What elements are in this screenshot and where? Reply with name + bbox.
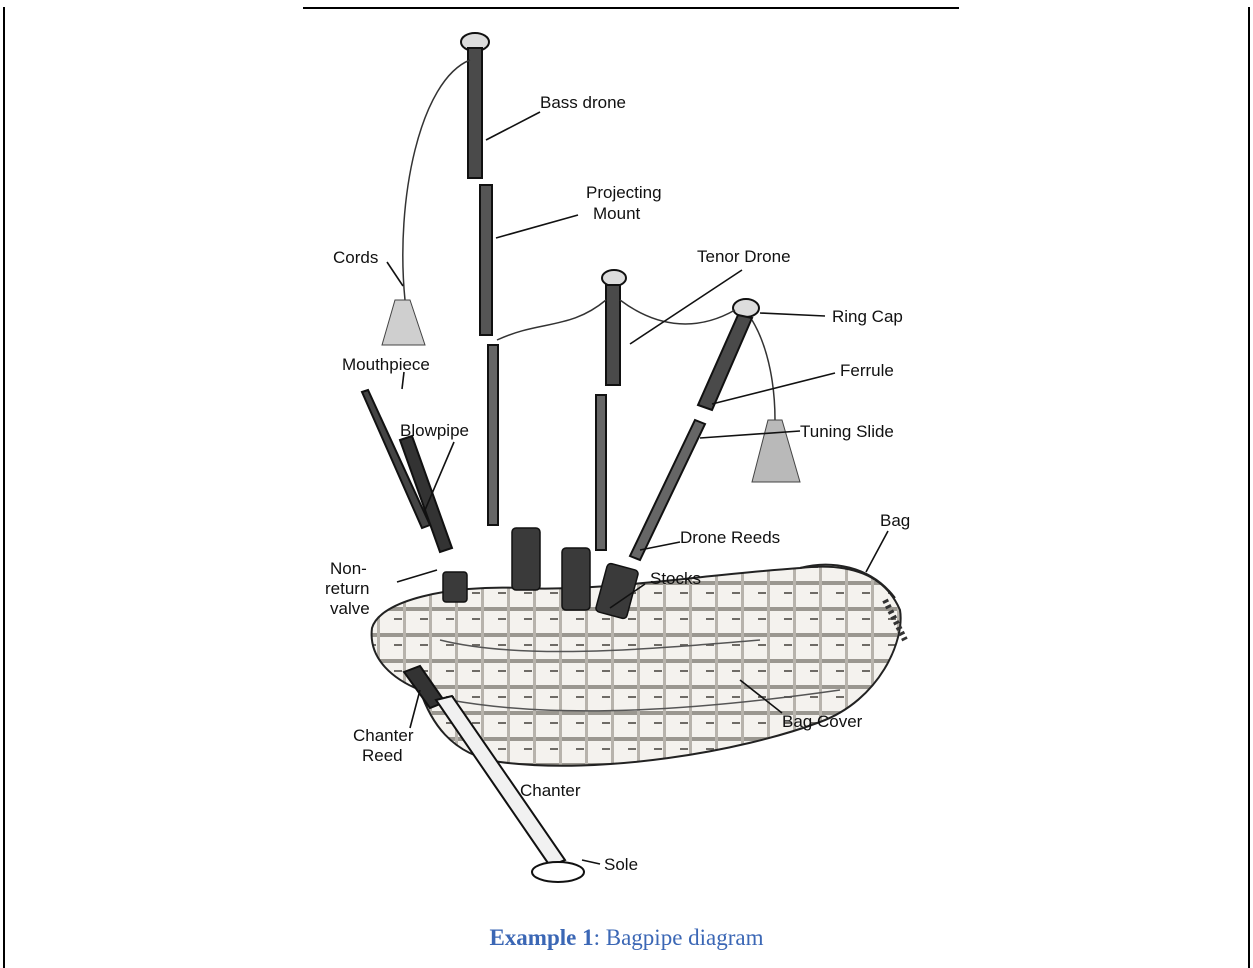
label-projecting-mount-line2: Mount xyxy=(593,204,641,223)
label-sole: Sole xyxy=(604,855,638,874)
tassel-left xyxy=(382,300,425,345)
label-bag: Bag xyxy=(880,511,910,530)
label-chanter-reed-line1: Chanter xyxy=(353,726,414,745)
label-ring-cap: Ring Cap xyxy=(832,307,903,326)
label-stocks: Stocks xyxy=(650,569,701,588)
bass-drone-drawing xyxy=(461,33,498,525)
label-non-return-line2: return xyxy=(325,579,369,598)
tassel-right xyxy=(752,420,800,482)
label-ferrule: Ferrule xyxy=(840,361,894,380)
label-tuning-slide: Tuning Slide xyxy=(800,422,894,441)
label-blowpipe: Blowpipe xyxy=(400,421,469,440)
figure-caption: Example 1: Bagpipe diagram xyxy=(0,925,1253,951)
label-bass-drone: Bass drone xyxy=(540,93,626,112)
label-bag-cover: Bag Cover xyxy=(782,712,863,731)
blowpipe-drawing xyxy=(362,390,452,552)
label-chanter-reed-line2: Reed xyxy=(362,746,403,765)
label-cords: Cords xyxy=(333,248,378,267)
label-non-return-line1: Non- xyxy=(330,559,367,578)
label-non-return-line3: valve xyxy=(330,599,370,618)
label-tenor-drone: Tenor Drone xyxy=(697,247,791,266)
label-mouthpiece: Mouthpiece xyxy=(342,355,430,374)
caption-bold: Example 1 xyxy=(489,925,593,950)
caption-text: : Bagpipe diagram xyxy=(594,925,764,950)
label-projecting-mount-line1: Projecting xyxy=(586,183,662,202)
label-drone-reeds: Drone Reeds xyxy=(680,528,780,547)
label-chanter: Chanter xyxy=(520,781,581,800)
